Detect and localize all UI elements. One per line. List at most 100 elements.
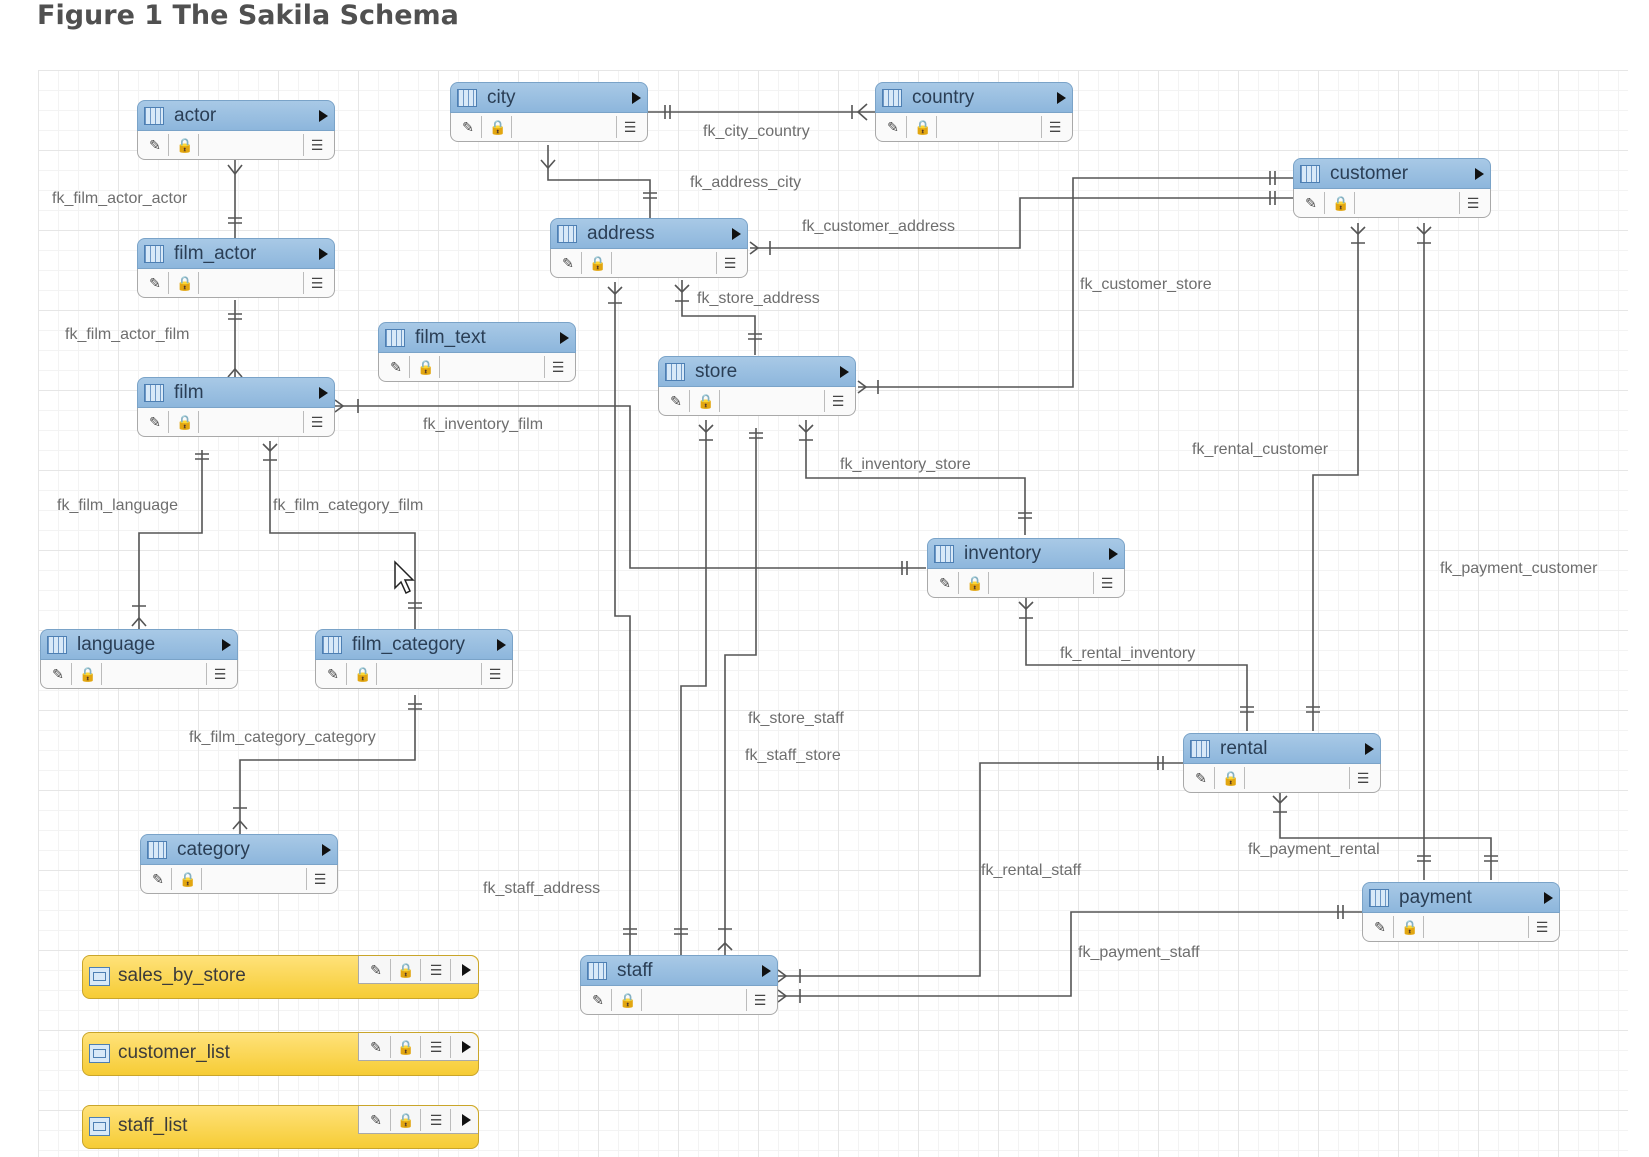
pencil-icon[interactable]: ✎ — [362, 1109, 391, 1131]
expand-arrow-icon[interactable] — [732, 228, 741, 240]
entity-address[interactable]: address ✎🔒☰ — [550, 218, 748, 278]
columns-icon[interactable]: ☰ — [544, 356, 571, 378]
pencil-icon[interactable]: ✎ — [145, 868, 172, 890]
columns-icon[interactable]: ☰ — [422, 1109, 451, 1131]
entity-store[interactable]: store ✎🔒☰ — [658, 356, 856, 416]
entity-payment[interactable]: payment ✎🔒☰ — [1362, 882, 1560, 942]
lock-icon[interactable]: 🔒 — [392, 1036, 421, 1058]
lock-icon[interactable]: 🔒 — [175, 868, 202, 890]
entity-city[interactable]: city ✎🔒☰ — [450, 82, 648, 142]
columns-icon[interactable]: ☰ — [206, 663, 233, 685]
entity-staff[interactable]: staff ✎🔒☰ — [580, 955, 778, 1015]
line-fk-inventory-film — [335, 405, 926, 569]
pencil-icon[interactable]: ✎ — [663, 390, 690, 412]
pencil-icon[interactable]: ✎ — [142, 411, 169, 433]
columns-icon[interactable]: ☰ — [1093, 572, 1120, 594]
expand-arrow-icon[interactable] — [632, 92, 641, 104]
entity-film-actor[interactable]: film_actor ✎🔒☰ — [137, 238, 335, 298]
expand-arrow-icon[interactable] — [1544, 892, 1553, 904]
expand-arrow-icon[interactable] — [840, 366, 849, 378]
expand-arrow-icon[interactable] — [462, 964, 471, 976]
lock-icon[interactable]: 🔒 — [1397, 916, 1424, 938]
pencil-icon[interactable]: ✎ — [362, 959, 391, 981]
expand-arrow-icon[interactable] — [462, 1114, 471, 1126]
expand-arrow-icon[interactable] — [1365, 743, 1374, 755]
lock-icon[interactable]: 🔒 — [693, 390, 720, 412]
pencil-icon[interactable]: ✎ — [455, 116, 482, 138]
entity-film-text[interactable]: film_text ✎🔒☰ — [378, 322, 576, 382]
entity-country[interactable]: country ✎🔒☰ — [875, 82, 1073, 142]
columns-icon[interactable]: ☰ — [824, 390, 851, 412]
view-icon — [89, 967, 110, 986]
columns-icon[interactable]: ☰ — [303, 134, 330, 156]
lock-icon[interactable]: 🔒 — [172, 411, 199, 433]
lock-icon[interactable]: 🔒 — [172, 272, 199, 294]
expand-arrow-icon[interactable] — [497, 639, 506, 651]
pencil-icon[interactable]: ✎ — [555, 252, 582, 274]
lock-icon[interactable]: 🔒 — [910, 116, 937, 138]
columns-icon[interactable]: ☰ — [1528, 916, 1555, 938]
pencil-icon[interactable]: ✎ — [142, 272, 169, 294]
pencil-icon[interactable]: ✎ — [362, 1036, 391, 1058]
expand-arrow-icon[interactable] — [1057, 92, 1066, 104]
line-fk-film-category-category — [239, 695, 416, 844]
pencil-icon[interactable]: ✎ — [1298, 192, 1325, 214]
lock-icon[interactable]: 🔒 — [1218, 767, 1245, 789]
pencil-icon[interactable]: ✎ — [320, 663, 347, 685]
table-icon — [47, 636, 67, 654]
view-staff-list[interactable]: staff_list ✎🔒☰ — [82, 1105, 479, 1149]
entity-film[interactable]: film ✎🔒☰ — [137, 377, 335, 437]
columns-icon[interactable]: ☰ — [303, 411, 330, 433]
expand-arrow-icon[interactable] — [1109, 548, 1118, 560]
lock-icon[interactable]: 🔒 — [485, 116, 512, 138]
expand-arrow-icon[interactable] — [319, 110, 328, 122]
pencil-icon[interactable]: ✎ — [1367, 916, 1394, 938]
expand-arrow-icon[interactable] — [222, 639, 231, 651]
lock-icon[interactable]: 🔒 — [1328, 192, 1355, 214]
columns-icon[interactable]: ☰ — [1349, 767, 1376, 789]
columns-icon[interactable]: ☰ — [746, 989, 773, 1011]
entity-film-category[interactable]: film_category ✎🔒☰ — [315, 629, 513, 689]
view-customer-list[interactable]: customer_list ✎🔒☰ — [82, 1032, 479, 1076]
expand-arrow-icon[interactable] — [762, 965, 771, 977]
pencil-icon[interactable]: ✎ — [880, 116, 907, 138]
entity-category[interactable]: category ✎🔒☰ — [140, 834, 338, 894]
lock-icon[interactable]: 🔒 — [75, 663, 102, 685]
entity-customer[interactable]: customer ✎🔒☰ — [1293, 158, 1491, 218]
entity-rental[interactable]: rental ✎🔒☰ — [1183, 733, 1381, 793]
lock-icon[interactable]: 🔒 — [413, 356, 440, 378]
columns-icon[interactable]: ☰ — [481, 663, 508, 685]
columns-icon[interactable]: ☰ — [422, 1036, 451, 1058]
entity-language[interactable]: language ✎🔒☰ — [40, 629, 238, 689]
pencil-icon[interactable]: ✎ — [383, 356, 410, 378]
expand-arrow-icon[interactable] — [319, 387, 328, 399]
columns-icon[interactable]: ☰ — [616, 116, 643, 138]
expand-arrow-icon[interactable] — [560, 332, 569, 344]
pencil-icon[interactable]: ✎ — [45, 663, 72, 685]
lock-icon[interactable]: 🔒 — [350, 663, 377, 685]
pencil-icon[interactable]: ✎ — [585, 989, 612, 1011]
pencil-icon[interactable]: ✎ — [142, 134, 169, 156]
entity-actor[interactable]: actor ✎🔒☰ — [137, 100, 335, 160]
columns-icon[interactable]: ☰ — [422, 959, 451, 981]
view-sales-by-store[interactable]: sales_by_store ✎🔒☰ — [82, 955, 479, 999]
columns-icon[interactable]: ☰ — [303, 272, 330, 294]
expand-arrow-icon[interactable] — [1475, 168, 1484, 180]
columns-icon[interactable]: ☰ — [1041, 116, 1068, 138]
lock-icon[interactable]: 🔒 — [962, 572, 989, 594]
columns-icon[interactable]: ☰ — [306, 868, 333, 890]
pencil-icon[interactable]: ✎ — [932, 572, 959, 594]
lock-icon[interactable]: 🔒 — [392, 959, 421, 981]
label-fk-city-country: fk_city_country — [703, 123, 810, 140]
columns-icon[interactable]: ☰ — [716, 252, 743, 274]
lock-icon[interactable]: 🔒 — [172, 134, 199, 156]
lock-icon[interactable]: 🔒 — [392, 1109, 421, 1131]
entity-inventory[interactable]: inventory ✎🔒☰ — [927, 538, 1125, 598]
pencil-icon[interactable]: ✎ — [1188, 767, 1215, 789]
lock-icon[interactable]: 🔒 — [615, 989, 642, 1011]
expand-arrow-icon[interactable] — [462, 1041, 471, 1053]
expand-arrow-icon[interactable] — [319, 248, 328, 260]
expand-arrow-icon[interactable] — [322, 844, 331, 856]
columns-icon[interactable]: ☰ — [1459, 192, 1486, 214]
lock-icon[interactable]: 🔒 — [585, 252, 612, 274]
